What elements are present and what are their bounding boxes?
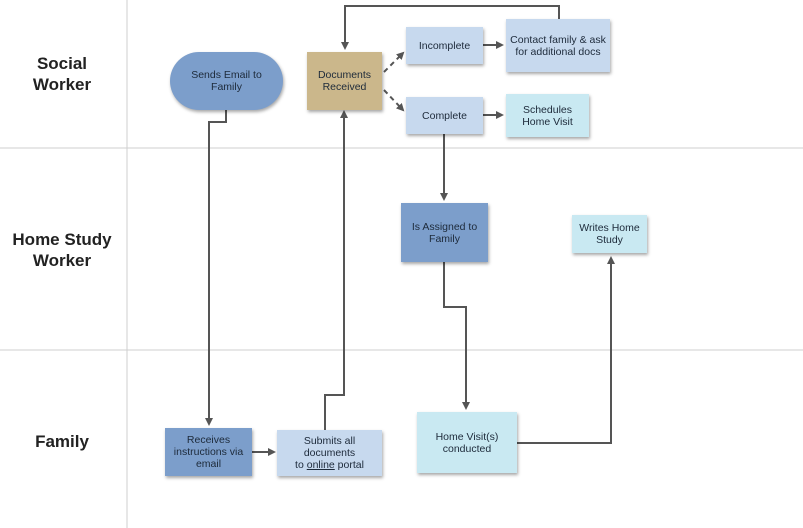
node-incomplete: Incomplete <box>406 27 483 64</box>
arrow-homevisit-to-writes <box>517 256 615 444</box>
node-writes-home-study-label: Writes Home Study <box>579 222 640 246</box>
lane-label-home-study-worker: Home Study Worker <box>12 230 112 270</box>
node-home-visit: Home Visit(s) conducted <box>417 412 517 473</box>
lane-label-family: Family <box>35 432 89 451</box>
node-complete-label: Complete <box>422 109 467 122</box>
node-sends-email-label: Sends Email to Family <box>191 69 262 93</box>
node-assigned-to-family-label: Is Assigned to Family <box>411 220 478 245</box>
node-complete: Complete <box>406 97 483 134</box>
arrow-email-to-receives <box>205 110 227 426</box>
arrow-assigned-to-homevisit <box>443 262 470 410</box>
node-writes-home-study: Writes Home Study <box>572 215 647 253</box>
lane-label-social-worker: Social Worker <box>32 54 92 94</box>
submits-text-c: portal <box>334 459 364 471</box>
submits-text-a: Submits all documents to <box>295 435 356 471</box>
arrow-contact-to-documents <box>341 5 560 50</box>
node-receives-instructions-label: Receives instructions via email <box>173 434 244 470</box>
node-documents-received-label: Documents Received <box>317 69 372 93</box>
arrow-submits-to-documents <box>324 110 348 430</box>
node-incomplete-label: Incomplete <box>418 39 471 52</box>
node-contact-family: Contact family & ask for additional docs <box>506 19 610 72</box>
node-contact-family-label: Contact family & ask for additional docs <box>510 33 606 58</box>
node-submits-documents: Submits all documents to online portal <box>277 430 382 476</box>
arrow-documents-to-incomplete <box>383 51 405 73</box>
arrow-documents-to-complete <box>383 89 405 112</box>
node-submits-documents-label: Submits all documents to online portal <box>295 435 364 471</box>
node-schedules-home-visit: Schedules Home Visit <box>506 94 589 137</box>
node-home-visit-label: Home Visit(s) conducted <box>435 430 499 455</box>
submits-text-online: online <box>306 459 335 471</box>
node-documents-received: Documents Received <box>307 52 382 110</box>
node-assigned-to-family: Is Assigned to Family <box>401 203 488 262</box>
node-sends-email: Sends Email to Family <box>170 52 283 110</box>
node-receives-instructions: Receives instructions via email <box>165 428 252 476</box>
node-schedules-home-visit-label: Schedules Home Visit <box>522 103 573 128</box>
